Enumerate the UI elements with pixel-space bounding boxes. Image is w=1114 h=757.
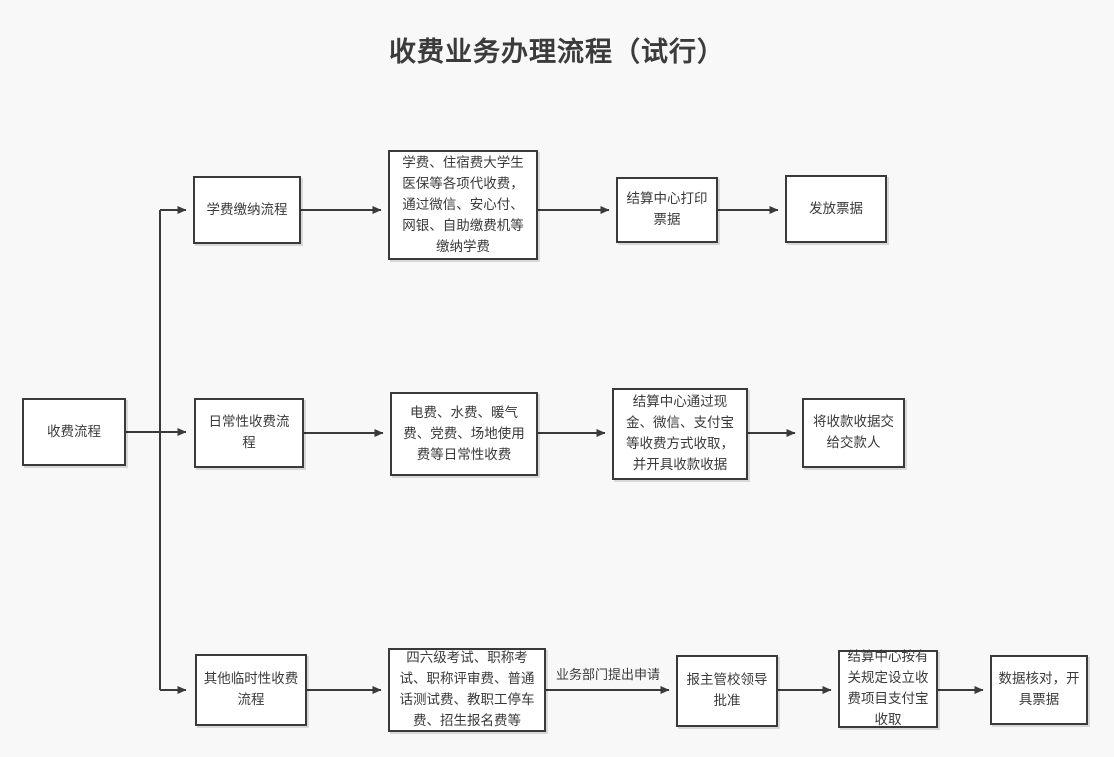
flow-node-r2c1[interactable]: 日常性收费流程 bbox=[194, 398, 304, 468]
flow-node-label: 四六级考试、职称考试、职称评审费、普通话测试费、教职工停车费、招生报名费等 bbox=[399, 650, 535, 729]
flow-node-r3c5[interactable]: 数据核对，开具票据 bbox=[990, 655, 1088, 725]
flow-node-r3c4[interactable]: 结算中心按有关规定设立收费项目支付宝收取 bbox=[838, 649, 938, 728]
flow-node-label: 收费流程 bbox=[47, 423, 101, 440]
flow-node-label: 其他临时性收费流程 bbox=[203, 671, 299, 708]
flow-node-r1c1[interactable]: 学费缴纳流程 bbox=[193, 176, 301, 244]
flow-node-label: 电费、水费、暖气费、党费、场地使用费等日常性收费 bbox=[403, 404, 525, 463]
flow-node-label: 结算中心按有关规定设立收费项目支付宝收取 bbox=[847, 649, 929, 728]
flow-node-label: 结算中心打印票据 bbox=[626, 191, 708, 228]
flow-node-r2c3[interactable]: 结算中心通过现金、微信、支付宝等收费方式收取，并开具收款收据 bbox=[612, 388, 748, 480]
page-title: 收费业务办理流程（试行） bbox=[389, 37, 725, 68]
flow-node-label: 发放票据 bbox=[809, 200, 863, 217]
flow-node-r1c2[interactable]: 学费、住宿费大学生医保等各项代收费，通过微信、安心付、网银、自助缴费机等缴纳学费 bbox=[388, 150, 538, 260]
edge-label-apply: 业务部门提出申请 bbox=[556, 668, 661, 683]
flow-node-label: 结算中心通过现金、微信、支付宝等收费方式收取，并开具收款收据 bbox=[626, 394, 734, 473]
flow-node-r3c3[interactable]: 报主管校领导批准 bbox=[676, 655, 778, 727]
flow-node-label: 将收款收据交给交款人 bbox=[813, 414, 894, 451]
flow-node-r3c1[interactable]: 其他临时性收费流程 bbox=[195, 654, 307, 726]
flow-node-r2c4[interactable]: 将收款收据交给交款人 bbox=[802, 398, 905, 468]
flow-node-start[interactable]: 收费流程 bbox=[22, 398, 126, 466]
flow-node-label: 日常性收费流程 bbox=[208, 414, 290, 451]
flow-node-r2c2[interactable]: 电费、水费、暖气费、党费、场地使用费等日常性收费 bbox=[390, 392, 538, 476]
flow-node-r3c2[interactable]: 四六级考试、职称考试、职称评审费、普通话测试费、教职工停车费、招生报名费等 bbox=[388, 648, 546, 732]
flow-node-label: 学费、住宿费大学生医保等各项代收费，通过微信、安心付、网银、自助缴费机等缴纳学费 bbox=[402, 154, 524, 255]
flow-node-label: 数据核对，开具票据 bbox=[998, 671, 1080, 708]
flow-node-label: 报主管校领导批准 bbox=[686, 672, 768, 709]
flow-node-r1c3[interactable]: 结算中心打印票据 bbox=[616, 177, 718, 243]
flow-node-r1c4[interactable]: 发放票据 bbox=[785, 175, 887, 243]
flow-node-label: 学费缴纳流程 bbox=[206, 201, 288, 218]
